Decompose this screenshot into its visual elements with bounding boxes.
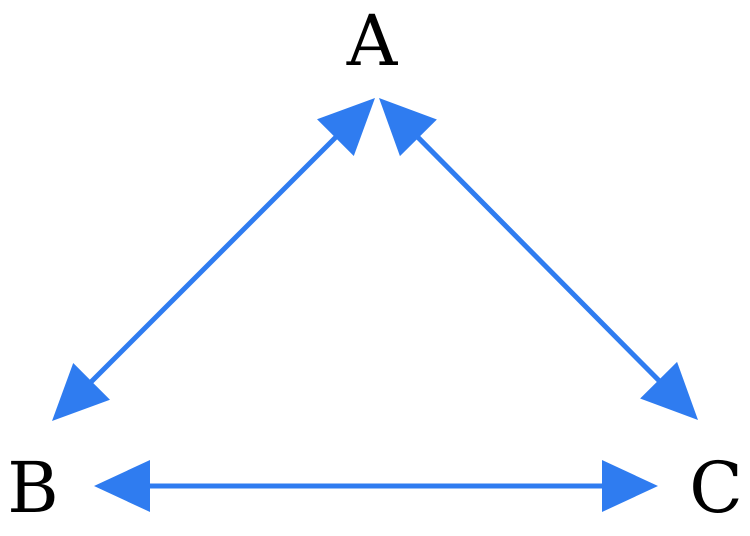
edge-a-b-arrowhead-b [52,363,110,421]
node-label-b: B [7,447,58,529]
edge-a-b-arrowhead-a [317,98,375,156]
edges-group [52,98,698,512]
edge-a-c-arrowhead-c [640,361,698,420]
edge-a-b-line [87,133,340,386]
edge-b-c-arrowhead-c [602,460,658,512]
edge-a-c-line [413,133,664,385]
edge-b-c-arrowhead-b [94,460,150,512]
node-label-a: A [346,0,399,82]
edge-a-c-arrowhead-a [379,98,437,157]
node-label-c: C [689,447,743,529]
